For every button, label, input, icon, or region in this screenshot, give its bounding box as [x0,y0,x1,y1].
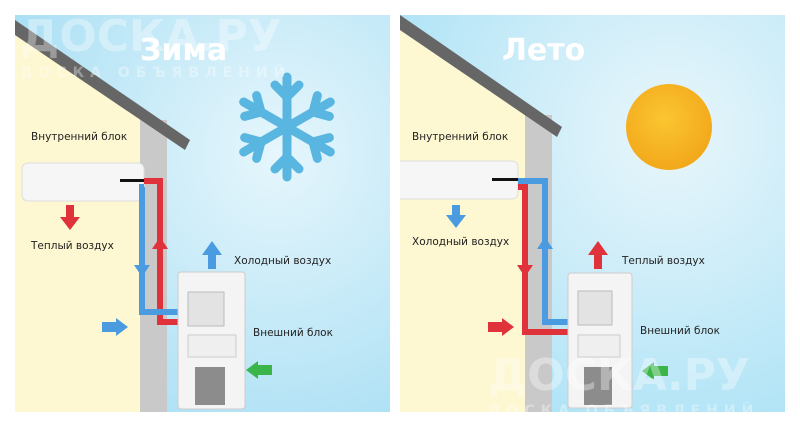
indoor-unit [400,160,519,200]
winter-panel: Зима Внутренний блок Теплый воздух Холод… [15,15,390,412]
roof [400,15,562,137]
cold-air-arrow [446,205,466,228]
snowflake-icon [238,72,337,177]
hot-pipe [518,184,568,335]
summer-scene [400,15,785,412]
indoor-unit [21,162,145,202]
summer-outdoor-air: Теплый воздух [622,255,705,267]
winter-indoor-air: Теплый воздух [31,240,114,252]
house-wall [400,30,540,412]
house-wall [15,35,165,412]
pipe-arrow-up [537,237,553,249]
summer-panel: Лето Внутренний блок Холодный воздух Теп… [400,15,785,412]
hot-pipe [144,178,178,325]
summer-outdoor-label: Внешний блок [640,325,720,337]
winter-title: Зима [140,33,228,68]
summer-indoor-air: Холодный воздух [412,236,510,248]
outdoor-unit [177,271,246,410]
warm-air-arrow [60,205,80,230]
roof [15,20,190,150]
intake-arrow [488,318,514,336]
cold-pipe [518,178,568,325]
winter-indoor-label: Внутренний блок [31,131,128,143]
winter-scene [15,15,390,412]
winter-outdoor-air: Холодный воздух [234,255,332,267]
intake-arrow [102,318,128,336]
pipe-arrow-down [517,265,533,277]
outdoor-unit [567,272,633,409]
pipe-arrow-down [134,265,150,277]
warm-air-arrow [588,241,608,269]
summer-indoor-label: Внутренний блок [412,131,509,143]
outdoor-intake-arrow [642,362,668,380]
summer-title: Лето [502,33,586,68]
pipe-arrow-up [152,237,168,249]
cold-pipe [139,184,178,315]
sun-icon [626,84,712,170]
outdoor-intake-arrow [246,361,272,379]
winter-outdoor-label: Внешний блок [253,327,333,339]
cold-air-arrow [202,241,222,269]
